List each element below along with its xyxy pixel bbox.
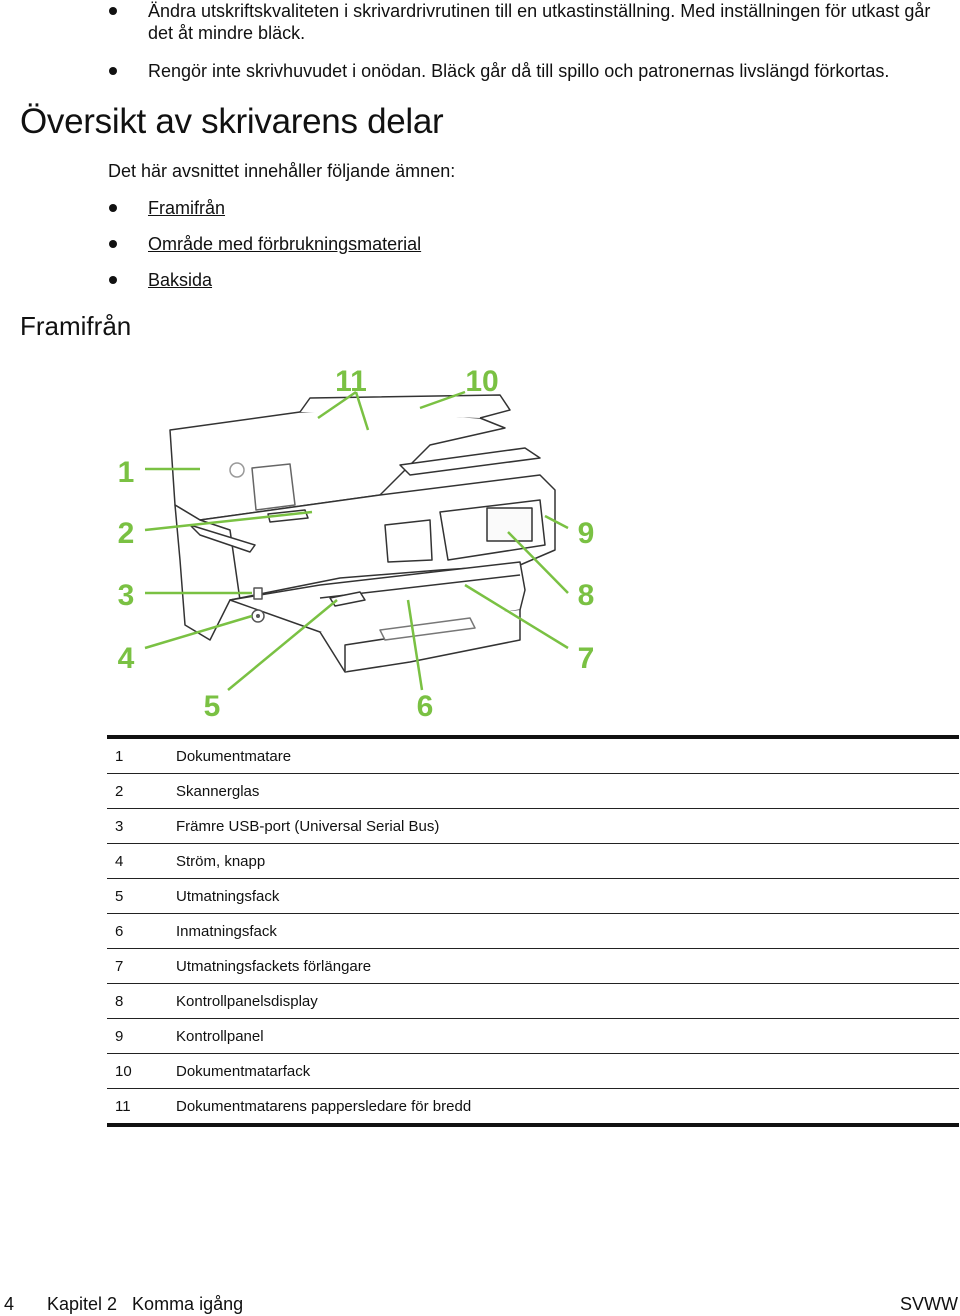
topic-item: Område med förbrukningsmaterial: [0, 233, 960, 269]
callout-number-group: 1 2 3 4 5 6 7 8 9 10 11: [118, 365, 595, 723]
doc-code: SVWW: [900, 1294, 958, 1314]
printer-drawing: [169, 394, 556, 673]
part-name: Kontrollpanelsdisplay: [176, 983, 959, 1019]
callout-number: 9: [578, 517, 595, 550]
part-number: 6: [107, 913, 176, 949]
callout-number: 8: [578, 579, 595, 612]
callout-number: 1: [118, 456, 135, 489]
part-number: 5: [107, 878, 176, 914]
part-number: 8: [107, 983, 176, 1019]
part-number: 11: [115, 1097, 131, 1115]
bullet-dot: [109, 7, 117, 15]
part-number: 3: [107, 808, 176, 844]
intro-text: Det här avsnittet innehåller följande äm…: [108, 161, 456, 181]
bullet-dot: [109, 276, 117, 284]
chapter-label: Kapitel 2 Komma igång: [47, 1294, 244, 1314]
tip-item: Ändra utskriftskvaliteten i skrivardrivr…: [0, 0, 960, 44]
page-number: 4: [4, 1294, 15, 1314]
part-number: 4: [107, 843, 176, 879]
part-name: Dokumentmatarens pappersledare för bredd: [176, 1097, 472, 1115]
part-number: 7: [107, 948, 176, 984]
link-forbrukningsmaterial[interactable]: Område med förbrukningsmaterial: [148, 234, 422, 254]
callout-number: 6: [417, 690, 434, 723]
part-name: Inmatningsfack: [176, 913, 959, 949]
part-name: Främre USB-port (Universal Serial Bus): [176, 808, 959, 844]
part-number: 1: [107, 737, 176, 774]
link-baksida[interactable]: Baksida: [148, 270, 213, 290]
part-name: Utmatningsfackets förlängare: [176, 948, 959, 984]
part-name: Skannerglas: [176, 773, 959, 809]
bullet-dot: [109, 67, 117, 75]
link-framifran[interactable]: Framifrån: [148, 198, 226, 218]
callout-number: 11: [335, 365, 367, 398]
printer-illustration: 1 2 3 4 5 6 7 8 9 10 11: [118, 365, 595, 723]
subsection-title: Framifrån: [20, 311, 132, 341]
callout-number: 10: [465, 365, 498, 398]
part-name: Ström, knapp: [176, 843, 959, 879]
topic-links: Framifrån Område med förbrukningsmateria…: [0, 197, 960, 305]
tip-text: Rengör inte skrivhuvudet i onödan. Bläck…: [148, 61, 890, 81]
callout-number: 7: [578, 642, 595, 675]
callout-leaders: [144, 390, 569, 691]
part-number: 9: [107, 1018, 176, 1054]
callout-number: 2: [118, 517, 135, 550]
table-row: 11 Dokumentmatarens pappersledare för bre…: [107, 1089, 959, 1126]
callout-number: 3: [118, 579, 135, 612]
callout-number: 5: [204, 690, 221, 723]
callout-number: 4: [118, 642, 135, 675]
part-name: Dokumentmatare: [176, 737, 959, 774]
bullet-dot: [109, 240, 117, 248]
part-name: Kontrollpanel: [176, 1018, 959, 1054]
tip-text: Ändra utskriftskvaliteten i skrivardrivr…: [148, 1, 931, 43]
tip-item: Rengör inte skrivhuvudet i onödan. Bläck…: [0, 60, 960, 82]
part-number: 10: [107, 1053, 176, 1089]
bullet-dot: [109, 204, 117, 212]
topic-item: Framifrån: [0, 197, 960, 233]
part-name: Dokumentmatarfack: [176, 1053, 959, 1089]
tips-list: Ändra utskriftskvaliteten i skrivardrivr…: [0, 0, 960, 82]
topic-item: Baksida: [0, 269, 960, 305]
part-name: Utmatningsfack: [176, 878, 959, 914]
section-title: Översikt av skrivarens delar: [20, 102, 444, 141]
part-number: 2: [107, 773, 176, 809]
